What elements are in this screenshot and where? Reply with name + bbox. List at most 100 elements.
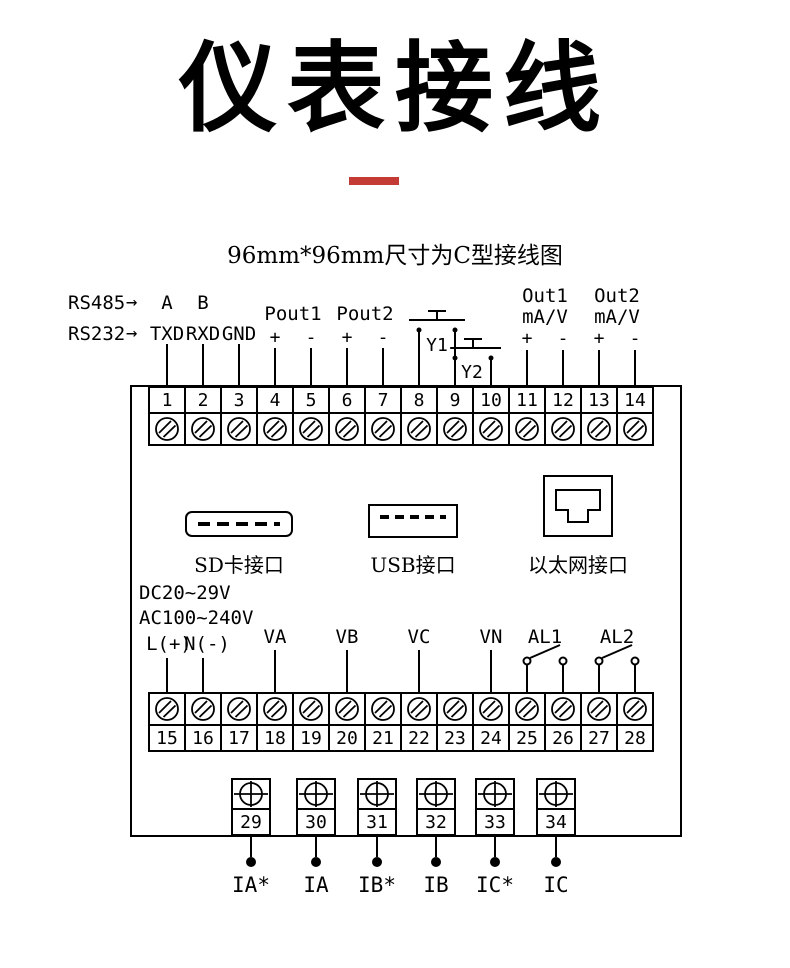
screw-terminal-icon (474, 694, 508, 724)
pout2-label: Pout2 (336, 303, 394, 325)
ethernet-port-icon (543, 475, 613, 537)
vn-label: VN (479, 626, 503, 648)
screw-terminal-icon (186, 414, 220, 444)
terminal-23: 23 (436, 692, 474, 752)
dc-rating-label: DC20~29V (139, 582, 231, 604)
screw-terminal-icon (294, 414, 328, 444)
usb-port-label: USB接口 (370, 553, 456, 577)
terminal-13: 13 (580, 386, 618, 446)
terminal-24: 24 (472, 692, 510, 752)
diagram-subtitle: 96mm*96mm尺寸为C型接线图 (227, 243, 563, 269)
neutral-terminal-label: N(-) (184, 633, 230, 655)
terminal-14: 14 (616, 386, 654, 446)
out2-label: Out2 (594, 285, 640, 307)
terminal-19: 19 (292, 692, 330, 752)
terminal-1: 1 (148, 386, 186, 446)
terminal-7: 7 (364, 386, 402, 446)
screw-terminal-icon (258, 414, 292, 444)
screw-terminal-icon (222, 694, 256, 724)
pout1-minus-label: - (305, 327, 317, 348)
terminal-28: 28 (616, 692, 654, 752)
terminal-16: 16 (184, 692, 222, 752)
terminal-34: 34 (536, 778, 576, 836)
current-terminal-icon (418, 780, 454, 810)
terminal-31: 31 (357, 778, 397, 836)
out2-mav-label: mA/V (594, 306, 640, 328)
page-title: 仪表接线 (178, 32, 611, 146)
terminal-b-label: B (197, 292, 209, 314)
terminal-8: 8 (400, 386, 438, 446)
screw-terminal-icon (330, 414, 364, 444)
usb-port-icon (368, 504, 458, 538)
screw-terminal-icon (402, 694, 436, 724)
terminal-25: 25 (508, 692, 546, 752)
screw-terminal-icon (186, 694, 220, 724)
txd-label: TXD (149, 323, 185, 345)
screw-terminal-icon (582, 694, 616, 724)
screw-terminal-icon (366, 414, 400, 444)
y1-label: Y1 (424, 335, 450, 356)
ic-label: IC (543, 873, 569, 897)
terminal-9: 9 (436, 386, 474, 446)
terminal-26: 26 (544, 692, 582, 752)
pout1-label: Pout1 (264, 303, 322, 325)
terminal-10: 10 (472, 386, 510, 446)
terminal-32: 32 (416, 778, 456, 836)
ib-label: IB (423, 873, 449, 897)
al2-switch-icon (594, 644, 640, 692)
screw-terminal-icon (366, 694, 400, 724)
current-terminal-icon (359, 780, 395, 810)
al2-label: AL2 (599, 626, 635, 648)
terminal-3: 3 (220, 386, 258, 446)
terminal-30: 30 (296, 778, 336, 836)
screw-terminal-icon (618, 694, 652, 724)
rs485-arrow-icon: → (126, 291, 138, 313)
out1-plus-label: + (521, 328, 533, 349)
current-terminal-icon (538, 780, 574, 810)
vc-label: VC (407, 626, 431, 648)
y2-switch-icon (445, 338, 501, 361)
y2-label: Y2 (459, 362, 485, 383)
pout1-plus-label: + (269, 327, 281, 348)
screw-terminal-icon (222, 414, 256, 444)
screw-terminal-icon (546, 694, 580, 724)
terminal-22: 22 (400, 692, 438, 752)
ia-star-label: IA* (232, 873, 270, 897)
sd-slot-icon (185, 511, 293, 537)
terminal-5: 5 (292, 386, 330, 446)
terminal-11: 11 (508, 386, 546, 446)
y1-switch-icon (409, 310, 465, 333)
current-terminal-icon (298, 780, 334, 810)
terminal-a-label: A (161, 292, 173, 314)
rs232-arrow-icon: → (126, 322, 138, 344)
terminal-33: 33 (475, 778, 515, 836)
out2-minus-label: - (629, 328, 641, 349)
terminal-29: 29 (231, 778, 271, 836)
out2-plus-label: + (593, 328, 605, 349)
ia-label: IA (303, 873, 329, 897)
pout2-plus-label: + (341, 327, 353, 348)
al1-label: AL1 (527, 626, 563, 648)
ethernet-port-label: 以太网接口 (528, 553, 628, 577)
out1-mav-label: mA/V (522, 306, 568, 328)
screw-terminal-icon (510, 694, 544, 724)
screw-terminal-icon (150, 414, 184, 444)
title-underline (349, 177, 399, 185)
screw-terminal-icon (150, 694, 184, 724)
terminal-17: 17 (220, 692, 258, 752)
rs232-label: RS232 (68, 323, 126, 345)
terminal-row-2: 15 16 17 18 19 20 21 22 23 24 25 26 27 2… (148, 692, 654, 752)
screw-terminal-icon (330, 694, 364, 724)
terminal-18: 18 (256, 692, 294, 752)
ac-rating-label: AC100~240V (139, 607, 254, 629)
rxd-label: RXD (185, 323, 221, 345)
sd-port-label: SD卡接口 (194, 553, 284, 577)
gnd-label: GND (221, 323, 257, 345)
line-terminal-label: L(+) (146, 633, 192, 655)
terminal-6: 6 (328, 386, 366, 446)
ic-star-label: IC* (476, 873, 514, 897)
terminal-20: 20 (328, 692, 366, 752)
current-terminal-icon (233, 780, 269, 810)
